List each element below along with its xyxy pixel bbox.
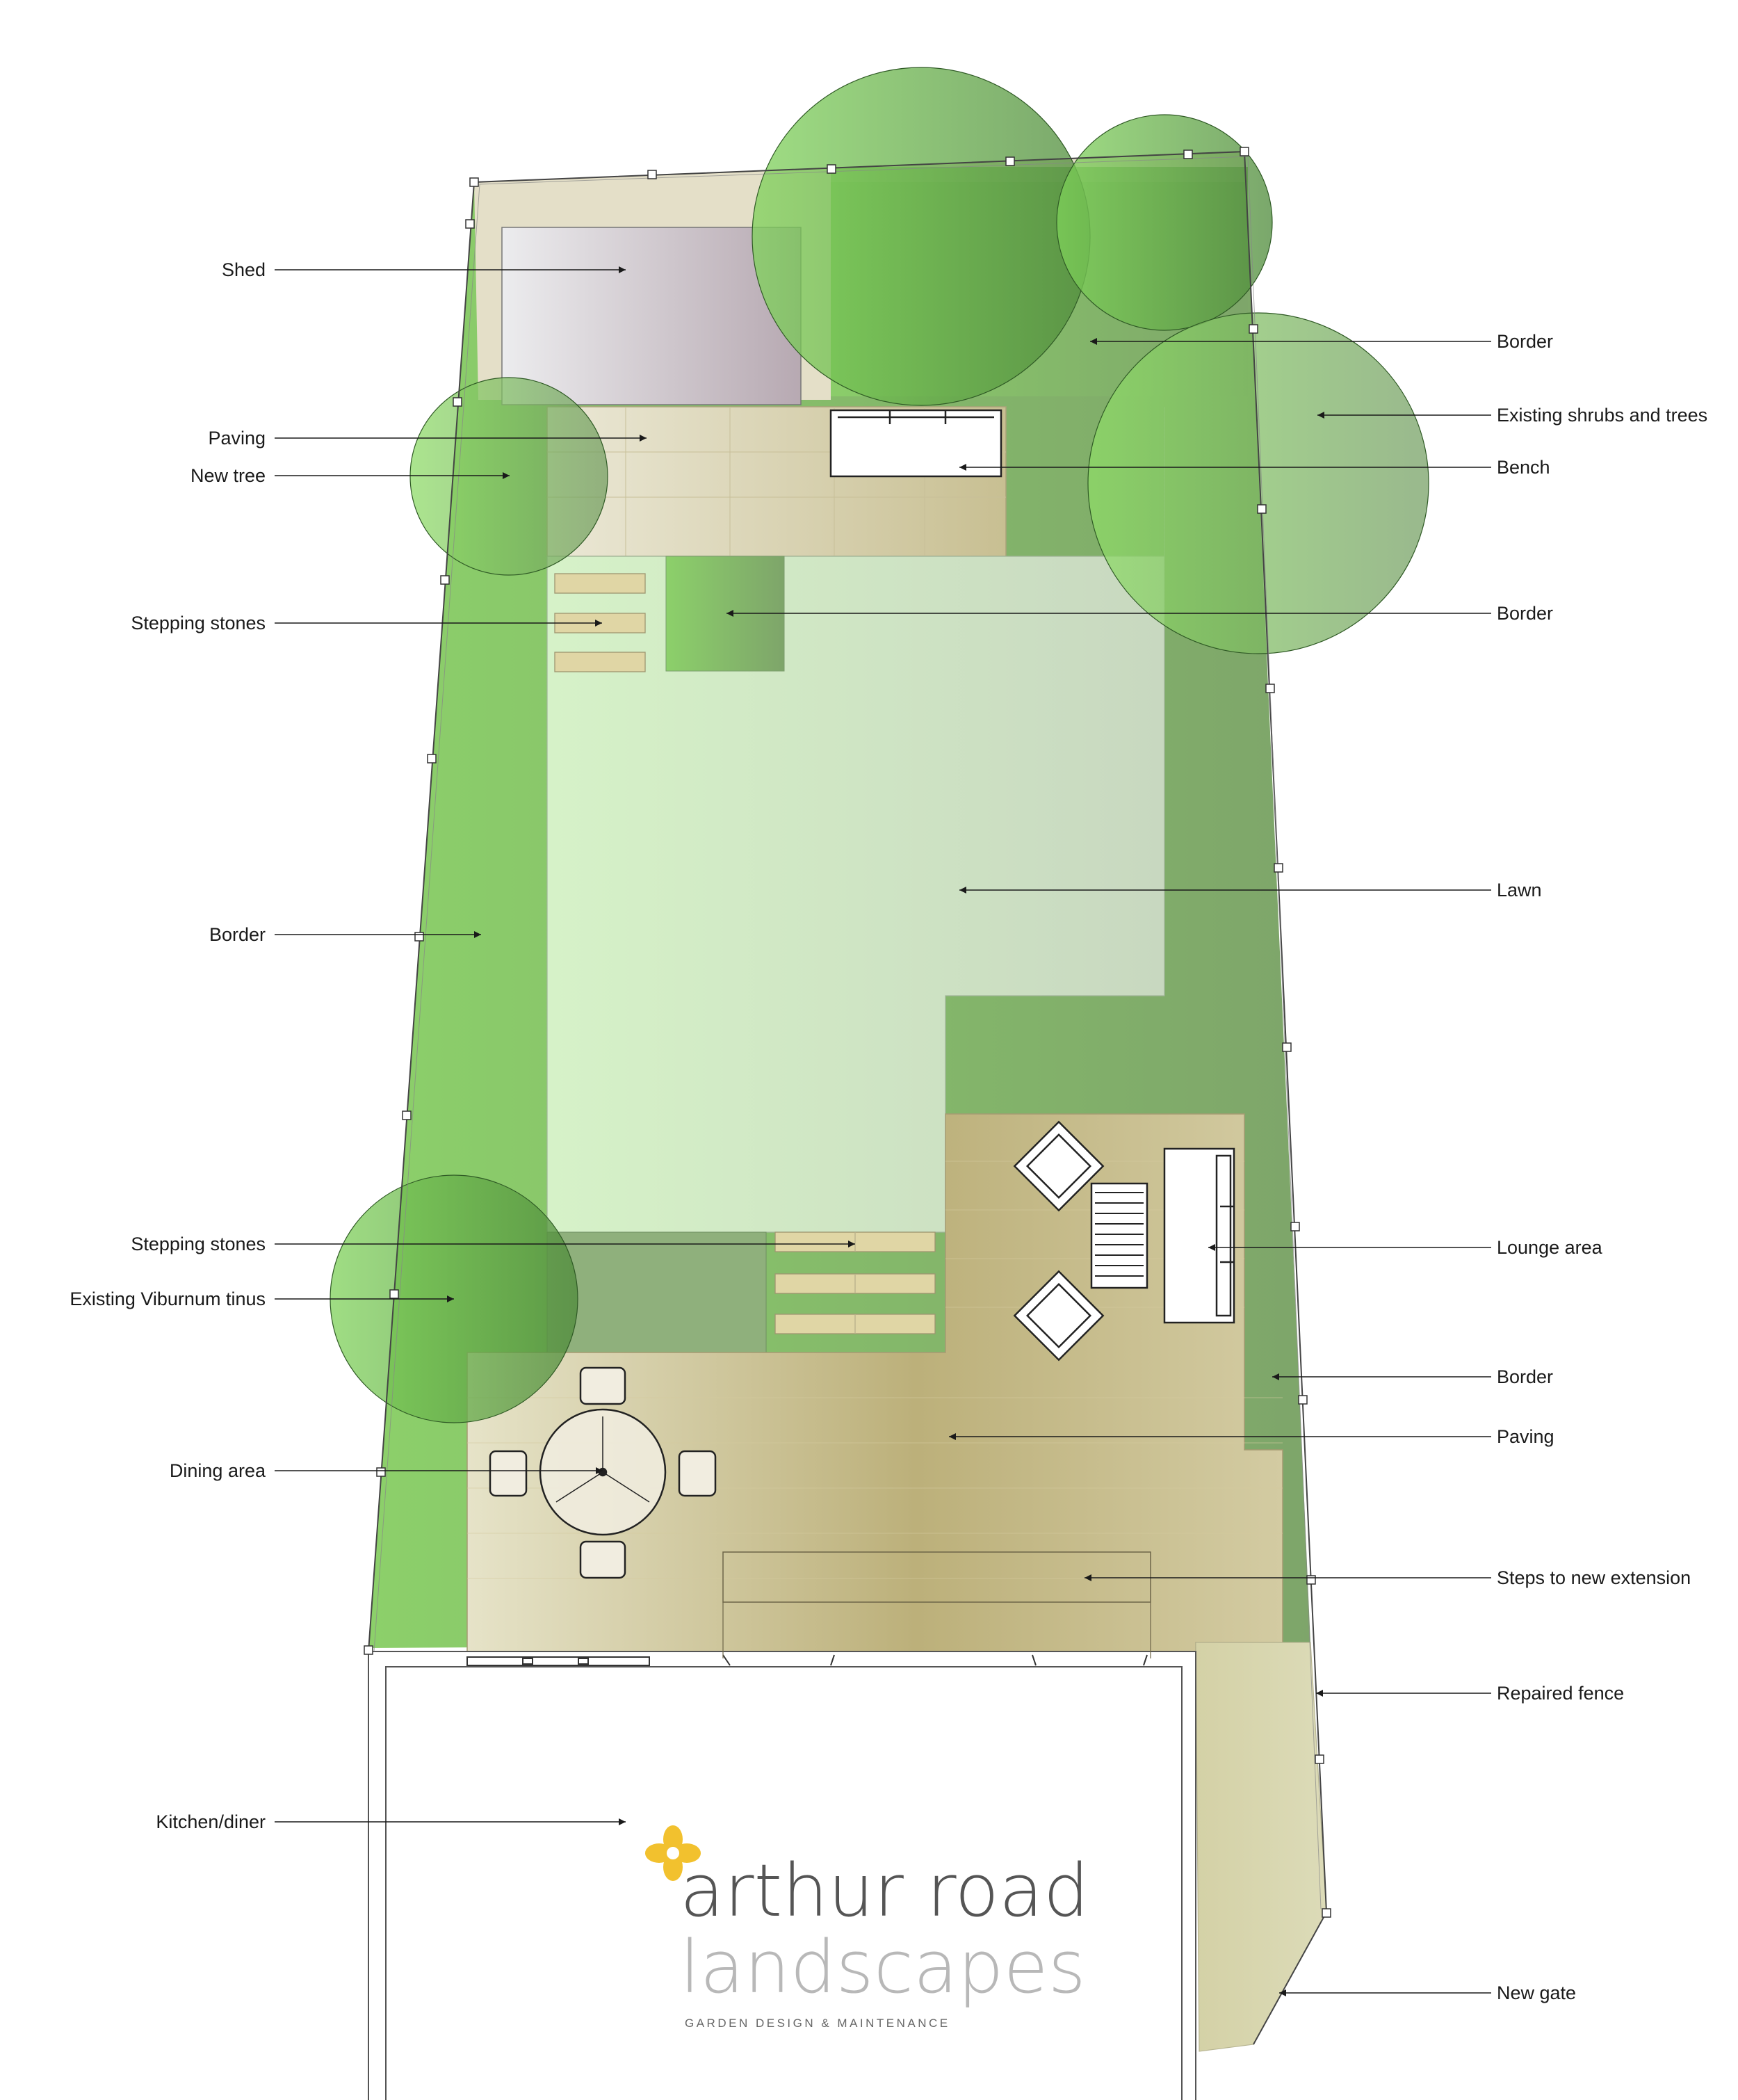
- bench: [829, 409, 1002, 478]
- label-stepping-stones-top: Stepping stones: [131, 613, 266, 633]
- logo-tagline: GARDEN DESIGN & MAINTENANCE: [685, 2017, 950, 2030]
- tree-canopy-shrubs-right: [1087, 312, 1429, 654]
- doors: [466, 1654, 1148, 1666]
- label-border-left: Border: [209, 924, 266, 945]
- label-repaired-fence: Repaired fence: [1497, 1683, 1624, 1704]
- steps-to-extension: [722, 1551, 1151, 1603]
- label-border-lower-right: Border: [1497, 1366, 1553, 1387]
- label-existing-shrubs-trees: Existing shrubs and trees: [1497, 405, 1707, 426]
- label-existing-viburnum: Existing Viburnum tinus: [70, 1289, 266, 1309]
- logo-line1: arthur road: [680, 1848, 1089, 1933]
- label-stepping-stones-bottom: Stepping stones: [131, 1234, 266, 1254]
- label-paving-top: Paving: [208, 428, 266, 449]
- tree-canopy-rear-right: [1056, 114, 1273, 331]
- sofa: [1163, 1147, 1235, 1324]
- lounge-furniture: [1013, 1120, 1235, 1362]
- flower-icon: [645, 1825, 701, 1881]
- coffee-table: [1090, 1182, 1148, 1289]
- label-bench: Bench: [1497, 457, 1550, 478]
- leader-lines: [275, 266, 1491, 1996]
- house-outline: [368, 1651, 1196, 2100]
- label-lounge-area: Lounge area: [1497, 1237, 1603, 1258]
- label-steps-extension: Steps to new extension: [1497, 1567, 1691, 1588]
- dining-set: [489, 1366, 717, 1579]
- labels-left: Shed Paving New tree Stepping stones Bor…: [70, 259, 266, 1832]
- label-new-gate: New gate: [1497, 1982, 1576, 2003]
- label-new-tree: New tree: [190, 465, 266, 486]
- stepping-stones-top: [554, 573, 646, 672]
- side-return-path: [1195, 1642, 1327, 2052]
- lower-planting-bed: [546, 1231, 767, 1355]
- company-logo: arthur road landscapes GARDEN DESIGN & M…: [638, 1811, 1097, 2041]
- stepping-stones-bottom: [774, 1231, 936, 1334]
- label-dining-area: Dining area: [170, 1460, 266, 1481]
- label-border-top-right: Border: [1497, 331, 1553, 352]
- label-border-mid-right: Border: [1497, 603, 1553, 624]
- armchair-bottom: [1013, 1270, 1105, 1362]
- labels-right: Border Existing shrubs and trees Bench B…: [1497, 331, 1707, 2003]
- tree-canopy-large-rear: [752, 67, 1091, 406]
- shed: [501, 227, 802, 405]
- label-lawn: Lawn: [1497, 880, 1542, 900]
- label-paving-lower: Paving: [1497, 1426, 1554, 1447]
- armchair-top: [1013, 1120, 1105, 1212]
- label-shed: Shed: [222, 259, 266, 280]
- new-tree-canopy: [409, 377, 608, 576]
- fence-line: [364, 147, 1331, 2045]
- label-kitchen-diner: Kitchen/diner: [156, 1811, 266, 1832]
- logo-line2: landscapes: [680, 1925, 1086, 2010]
